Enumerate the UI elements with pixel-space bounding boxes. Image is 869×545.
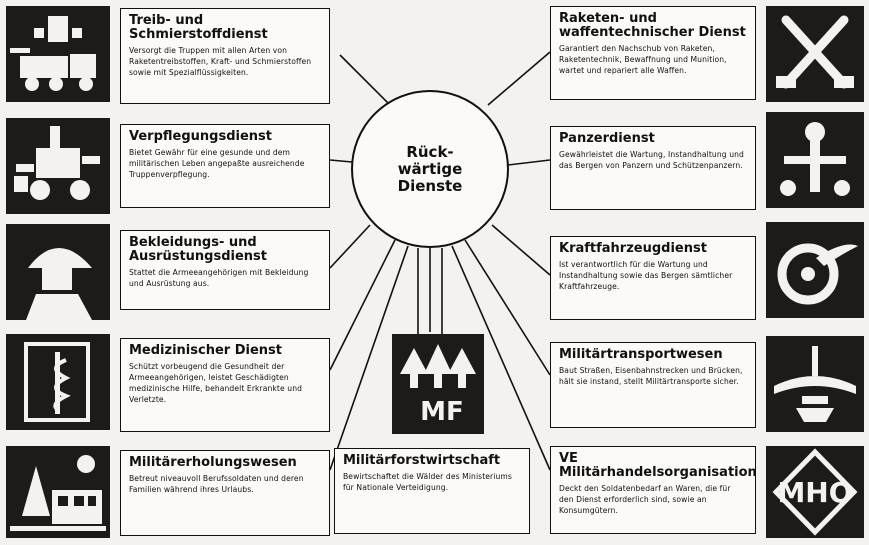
mf-forest-icon: MF (392, 334, 484, 434)
box-medizin: Medizinischer Dienst Schützt vorbeugend … (120, 338, 330, 432)
crossed-rockets-icon (766, 6, 864, 102)
fuel-truck-icon (6, 6, 110, 102)
connector-panzer (507, 159, 551, 166)
aesculapian-staff-icon (6, 334, 110, 430)
title-kraftfahrzeug: Kraftfahrzeugdienst (559, 241, 707, 256)
soldier-helmet-icon (6, 224, 110, 320)
box-forst: Militärforstwirtschaft Bewirtschaftet di… (334, 448, 530, 534)
box-treib: Treib- und Schmierstoffdienst Versorgt d… (120, 8, 330, 104)
text-panzer: Gewährleistet die Wartung, Instandhaltun… (559, 150, 744, 170)
text-transport: Baut Straßen, Eisenbahnstrecken und Brüc… (559, 366, 743, 386)
holiday-home-icon (6, 446, 110, 538)
transport-emblem-icon (766, 336, 864, 432)
text-raketen: Garantiert den Nachschub von Raketen, Ra… (559, 44, 727, 75)
text-forst: Bewirtschaftet die Wälder des Ministeriu… (343, 472, 512, 492)
connector-handel (451, 245, 551, 471)
title-handel: VE Militärhandelsorganisation (559, 451, 757, 480)
winged-wheel-icon (766, 222, 864, 318)
box-bekleidung: Bekleidungs- und Ausrüstungsdienst Statt… (120, 230, 330, 310)
title-erholung: Militärerholungswesen (129, 455, 297, 470)
connector-transport (464, 239, 551, 376)
title-bekleidung: Bekleidungs- und Ausrüstungsdienst (129, 235, 268, 264)
box-kraftfahrzeug: Kraftfahrzeugdienst Ist verantwortlich f… (550, 236, 756, 320)
text-erholung: Betreut niveauvoll Berufssoldaten und de… (129, 474, 304, 494)
mho-monogram-icon: MHO (766, 446, 864, 538)
connector-erholung (329, 245, 409, 471)
title-transport: Militärtransportwesen (559, 347, 723, 362)
mho-monogram-label: MHO (777, 476, 852, 509)
connector-treib (339, 54, 391, 106)
title-raketen: Raketen- und waffentechnischer Dienst (559, 11, 746, 40)
title-treib: Treib- und Schmierstoffdienst (129, 13, 268, 42)
connector-raketen (487, 51, 551, 106)
text-treib: Versorgt die Truppen mit allen Arten von… (129, 46, 312, 77)
text-handel: Deckt den Soldatenbedarf an Waren, die f… (559, 484, 731, 515)
connector-verpflegung (329, 159, 353, 163)
box-verpflegung: Verpflegungsdienst Bietet Gewähr für ein… (120, 124, 330, 208)
text-bekleidung: Stattet die Armeeangehörigen mit Bekleid… (129, 268, 309, 288)
wrenches-icon (766, 112, 864, 208)
box-transport: Militärtransportwesen Baut Straßen, Eise… (550, 342, 756, 428)
text-kraftfahrzeug: Ist verantwortlich für die Wartung und I… (559, 260, 733, 291)
title-panzer: Panzerdienst (559, 131, 655, 146)
title-forst: Militärforstwirtschaft (343, 453, 501, 468)
box-raketen: Raketen- und waffentechnischer Dienst Ga… (550, 6, 756, 100)
text-medizin: Schützt vorbeugend die Gesundheit der Ar… (129, 362, 303, 404)
field-kitchen-icon (6, 118, 110, 214)
text-verpflegung: Bietet Gewähr für eine gesunde und dem m… (129, 148, 305, 179)
box-erholung: Militärerholungswesen Betreut niveauvoll… (120, 450, 330, 536)
title-verpflegung: Verpflegungsdienst (129, 129, 272, 144)
center-title: Rück- wärtige Dienste (397, 142, 463, 195)
connector-medizin (329, 239, 396, 371)
box-handel: VE Militärhandelsorganisation Deckt den … (550, 446, 757, 534)
connector-kraftfahrzeug (491, 224, 551, 276)
box-panzer: Panzerdienst Gewährleistet die Wartung, … (550, 126, 756, 210)
connector-bekleidung (329, 224, 371, 269)
mf-forest-label: MF (420, 397, 464, 427)
title-medizin: Medizinischer Dienst (129, 343, 282, 358)
center-circle: Rück- wärtige Dienste (351, 90, 509, 248)
